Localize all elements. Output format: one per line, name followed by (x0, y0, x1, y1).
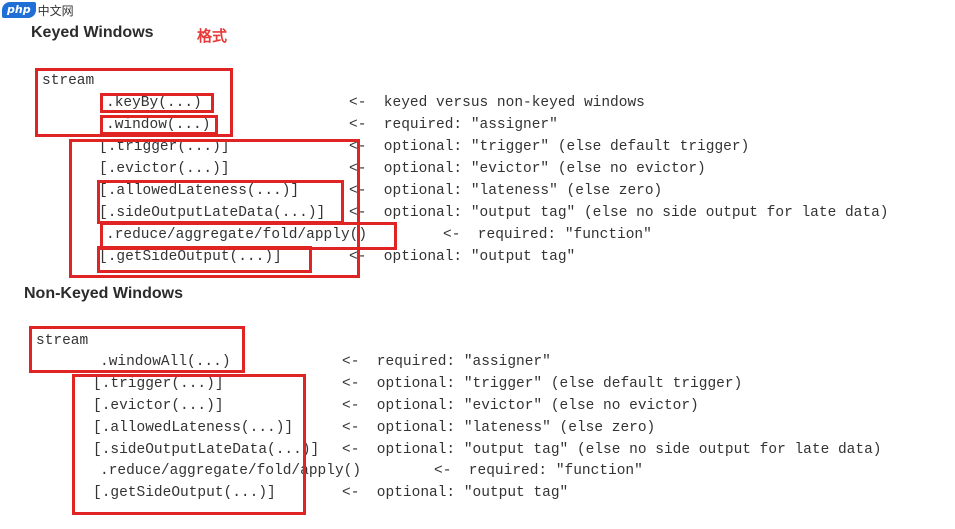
keyed-comment: <- optional: "lateness" (else zero) (349, 183, 663, 199)
nonkeyed-code-line: [.getSideOutput(...)] (93, 485, 276, 501)
keyed-code-line: stream (42, 73, 95, 89)
nonkeyed-comment: <- required: "assigner" (342, 354, 551, 370)
nonkeyed-code-line: [.allowedLateness(...)] (93, 420, 294, 436)
highlight-box-optional-calls (69, 139, 360, 278)
nonkeyed-code-line: .windowAll(...) (100, 354, 231, 370)
keyed-comment: <- optional: "trigger" (else default tri… (349, 139, 750, 155)
highlight-box-keyby (100, 93, 214, 113)
nonkeyed-comment: <- optional: "lateness" (else zero) (342, 420, 656, 436)
nonkeyed-comment: <- optional: "trigger" (else default tri… (342, 376, 743, 392)
keyed-code-line: [.getSideOutput(...)] (99, 249, 282, 265)
keyed-comment: <- keyed versus non-keyed windows (349, 95, 645, 111)
format-note: 格式 (197, 27, 228, 45)
keyed-code-line: [.allowedLateness(...)] (99, 183, 300, 199)
highlight-box-stream-windowall (29, 326, 245, 373)
highlight-box-window (100, 115, 218, 135)
nonkeyed-code-line: [.evictor(...)] (93, 398, 224, 414)
site-logo: php 中文网 (2, 1, 74, 19)
highlight-box-lateness-sideoutput (97, 180, 344, 224)
highlight-box-getsideoutput (97, 246, 312, 273)
keyed-code-line: [.sideOutputLateData(...)] (99, 205, 326, 221)
keyed-windows-heading: Keyed Windows (31, 24, 154, 41)
keyed-code-line: .reduce/aggregate/fold/apply() (106, 227, 368, 243)
logo-badge: php (2, 2, 36, 18)
nonkeyed-code-line: [.trigger(...)] (93, 376, 224, 392)
nonkeyed-comment: <- optional: "output tag" (else no side … (342, 442, 882, 458)
nonkeyed-comment: <- optional: "evictor" (else no evictor) (342, 398, 699, 414)
keyed-comment: <- required: "assigner" (349, 117, 558, 133)
nonkeyed-comment: <- required: "function" (434, 463, 643, 479)
highlight-box-nonkeyed-optional-calls (72, 374, 306, 515)
nonkeyed-comment: <- optional: "output tag" (342, 485, 569, 501)
keyed-code-line: [.evictor(...)] (99, 161, 230, 177)
nonkeyed-code-line: .reduce/aggregate/fold/apply() (100, 463, 362, 479)
keyed-code-line: .keyBy(...) (106, 95, 202, 111)
nonkeyed-windows-heading: Non-Keyed Windows (24, 285, 183, 302)
keyed-code-line: .window(...) (106, 117, 211, 133)
logo-text: 中文网 (37, 3, 74, 18)
keyed-comment: <- optional: "evictor" (else no evictor) (349, 161, 706, 177)
highlight-box-stream-keyby (35, 68, 233, 137)
nonkeyed-code-line: stream (36, 333, 89, 349)
keyed-comment: <- optional: "output tag" (else no side … (349, 205, 889, 221)
keyed-code-line: [.trigger(...)] (99, 139, 230, 155)
keyed-comment: <- required: "function" (443, 227, 652, 243)
keyed-comment: <- optional: "output tag" (349, 249, 576, 265)
nonkeyed-code-line: [.sideOutputLateData(...)] (93, 442, 320, 458)
